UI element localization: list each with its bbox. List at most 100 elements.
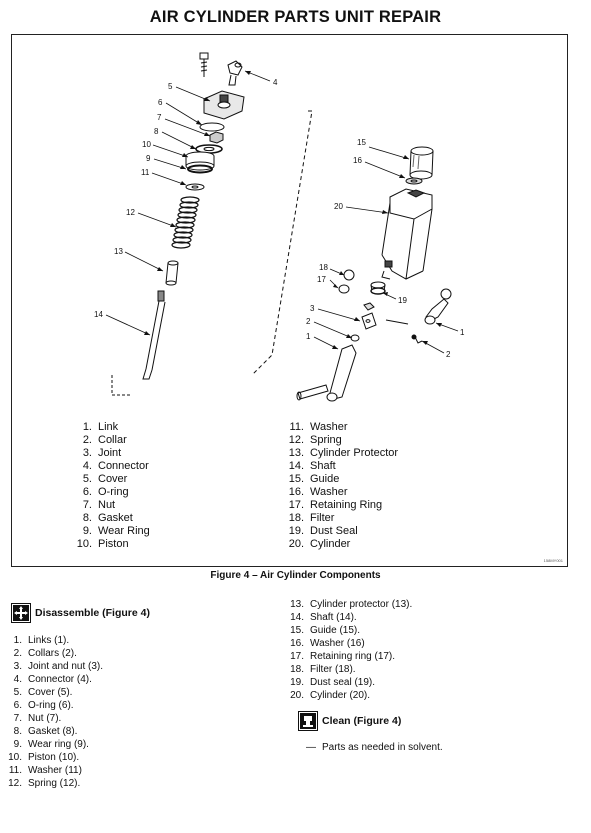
step-item-number: 13. [290,599,304,610]
legend-item-text: Retaining Ring [310,499,383,511]
callout-14: 14 [94,310,103,319]
legend-item: 9.Wear Ring [72,525,150,538]
step-item-number: 1. [13,635,22,646]
centerline-right [251,110,313,376]
legend-item-text: Filter [310,512,335,524]
legend-item-number: 3. [82,447,92,459]
link-part [424,288,452,325]
disassemble-heading: Disassemble (Figure 4) [11,603,150,623]
legend-item-number: 16. [288,486,304,498]
centerline-left [111,375,130,396]
step-item: 10.Piston (10). [0,751,103,764]
step-item-number: 20. [290,690,304,701]
step-item-text: Gasket (8). [28,726,78,737]
step-item: 9.Wear ring (9). [0,738,103,751]
retaining-ring-part [338,284,350,294]
leader-lines [105,70,459,354]
callout-1-right: 1 [460,328,465,337]
step-item-number: 8. [13,726,22,737]
legend-item-text: Link [98,421,119,433]
legend-item: 4. Connector [72,460,150,473]
step-item: 17.Retaining ring (17). [282,650,412,663]
callout-6: 6 [158,98,163,107]
figure-code: 158MY001 [543,558,563,563]
step-item-number: 6. [13,700,22,711]
step-item-text: Cylinder protector (13). [310,599,413,610]
figure-caption: Figure 4 – Air Cylinder Components [210,570,381,581]
step-item-text: Piston (10). [28,752,80,763]
step-item-number: 18. [290,664,304,675]
legend-item-text: Connector [98,460,149,472]
step-item-text: Collars (2). [28,648,77,659]
step-item: 13. Cylinder protector (13). [282,598,412,611]
legend-item: 6.O-ring [72,486,150,499]
legend-item-text: Wear Ring [98,525,150,537]
legend-item-number: 18. [288,512,304,524]
step-item-text: Links (1). [28,635,70,646]
callout-12: 12 [126,208,135,217]
connector-line [385,319,409,325]
legend-item-number: 13. [288,447,304,459]
step-item-text: Shaft (14). [310,612,357,623]
collar-part [411,334,423,344]
callout-4: 4 [273,78,278,87]
step-item: 20. Cylinder (20). [282,689,412,702]
step-item: 15. Guide (15). [282,624,412,637]
connector-part [227,60,243,86]
legend-item: 11.Washer [284,421,398,434]
step-item: 1. Links (1). [0,634,103,647]
step-item-text: Cylinder (20). [310,690,371,701]
joint-part [361,302,377,330]
step-item-number: 4. [13,674,22,685]
collar-part [350,334,360,342]
exploded-view-diagram: 4 5 6 7 8 10 9 11 12 13 14 15 16 20 18 1… [94,52,465,402]
legend-item-text: O-ring [98,486,129,498]
callout-18: 18 [319,263,328,272]
callout-20: 20 [334,202,343,211]
step-item-text: Wear ring (9). [28,739,89,750]
legend-item: 5.Cover [72,473,150,486]
step-item-number: 3. [13,661,22,672]
legend-item-number: 10. [76,538,92,550]
callout-8: 8 [154,127,159,136]
clean-bullet-text: Parts as needed in solvent. [322,742,443,753]
o-ring-part [199,122,225,132]
step-item: 19.Dust seal (19). [282,676,412,689]
step-item-number: 15. [290,625,304,636]
step-item: 2.Collars (2). [0,647,103,660]
step-item: 11.Washer (11) [0,764,103,777]
dash-bullet: — [306,742,316,753]
callout-9: 9 [146,154,151,163]
legend-item: 19. Dust Seal [284,525,398,538]
legend-item: 10.Piston [72,538,150,551]
legend-item-text: Gasket [98,512,133,524]
legend-item-number: 20. [288,538,304,550]
legend-item: 15. Guide [284,473,398,486]
step-item-number: 11. [8,765,22,776]
legend-item-text: Guide [310,473,340,485]
legend-item-number: 19. [288,525,304,537]
callout-10: 10 [142,140,151,149]
page-title: AIR CYLINDER PARTS UNIT REPAIR [149,8,442,26]
step-item: 5.Cover (5). [0,686,103,699]
step-item-text: Guide (15). [310,625,361,636]
legend-item: 7.Nut [72,499,150,512]
legend-item-text: Joint [98,447,122,459]
step-item-text: Cover (5). [28,687,73,698]
step-item-number: 17. [290,651,304,662]
step-item-number: 14. [290,612,304,623]
legend-item-number: 15. [288,473,304,485]
legend-item-text: Dust Seal [310,525,358,537]
legend-item-text: Washer [310,421,348,433]
legend-item: 17.Retaining Ring [284,499,398,512]
shaft-part [142,290,166,380]
step-item: 3.Joint and nut (3). [0,660,103,673]
step-item-number: 16. [290,638,304,649]
legend-item-text: Cylinder Protector [310,447,399,459]
legend-item-number: 2. [82,434,92,446]
cylinder-part [381,188,433,280]
legend-item-number: 4. [82,460,92,472]
legend-item-text: Spring [310,434,342,446]
